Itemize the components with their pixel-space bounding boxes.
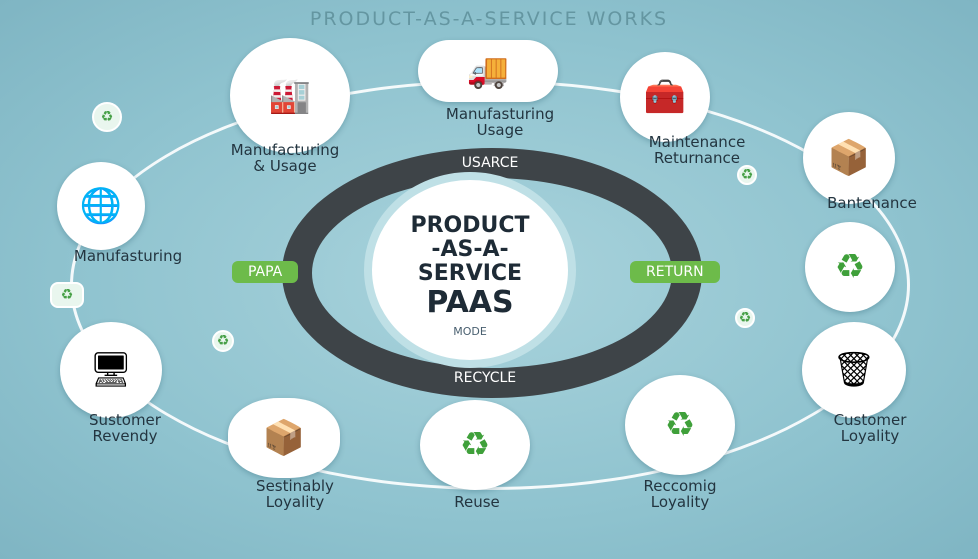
center-line-4: PAAS bbox=[426, 285, 514, 320]
node-label: Reuse bbox=[454, 493, 500, 511]
small-recycle-icon: ♻ bbox=[735, 308, 755, 328]
small-recycle-icon: ♻ bbox=[737, 165, 757, 185]
node-label: Bantenance bbox=[827, 194, 917, 212]
ring-label-bottom: RECYCLE bbox=[453, 370, 517, 386]
box-icon: 📦 bbox=[803, 112, 895, 204]
center-line-3: SERVICE bbox=[417, 261, 523, 286]
center-line-5: MODE bbox=[453, 325, 487, 338]
recycle-icon: ♻ bbox=[420, 400, 530, 490]
globe-icon: 🌐 bbox=[57, 162, 145, 250]
recycle-icon: ♻ bbox=[805, 222, 895, 312]
ring-label-top: USARCE bbox=[461, 155, 519, 171]
truck-icon: 🚚 bbox=[418, 40, 558, 102]
screen-icon: 🖥 bbox=[60, 322, 162, 418]
node-label: Manufacturing& Usage bbox=[230, 141, 340, 175]
factory-icon: 🏭 bbox=[230, 38, 350, 153]
recycle-icon: ♻ bbox=[625, 375, 735, 475]
ring-label-right: RETURN bbox=[630, 261, 720, 283]
appliance-icon: 🗑 bbox=[802, 322, 906, 418]
center-line-2: -AS-A- bbox=[431, 237, 509, 262]
center-circle: PRODUCT -AS-A- SERVICE PAAS MODE bbox=[372, 180, 568, 360]
node-label: Manufasturing bbox=[73, 247, 183, 265]
small-recycle-icon: ♻ bbox=[50, 282, 84, 308]
boxes-icon: 📦 bbox=[228, 398, 340, 478]
ring-label-left: PAPA bbox=[232, 261, 299, 283]
center-line-1: PRODUCT bbox=[410, 213, 530, 238]
small-recycle-icon: ♻ bbox=[92, 102, 122, 132]
maintenance-icon: 🧰 bbox=[620, 52, 710, 142]
page-title: PRODUCT-AS-A-SERVICE WORKS bbox=[309, 8, 669, 30]
small-recycle-icon: ♻ bbox=[212, 330, 234, 352]
